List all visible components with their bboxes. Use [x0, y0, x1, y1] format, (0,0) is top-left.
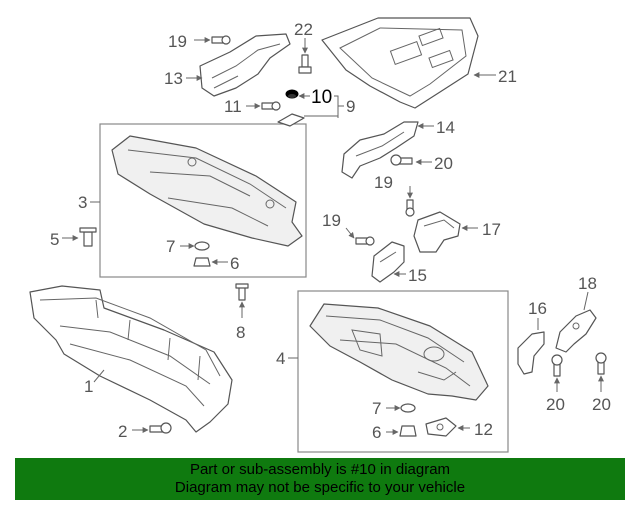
part-14-bracket[interactable] — [341, 121, 419, 179]
part-15-bracket[interactable] — [371, 241, 405, 283]
label-9: 9 — [346, 97, 355, 116]
part-13-bracket[interactable] — [199, 33, 291, 97]
label-6-bottom: 6 — [372, 423, 381, 442]
label-18: 18 — [578, 274, 597, 293]
label-7-top: 7 — [166, 237, 175, 256]
label-8: 8 — [236, 323, 245, 342]
part-1-carrier[interactable] — [29, 285, 233, 433]
part-8-bolt[interactable] — [235, 283, 249, 301]
label-11: 11 — [224, 97, 242, 116]
label-16: 16 — [528, 299, 547, 318]
label-3: 3 — [78, 193, 87, 212]
label-4: 4 — [276, 349, 285, 368]
label-2: 2 — [118, 422, 127, 441]
part-18-bracket[interactable] — [555, 309, 597, 353]
label-19-lower: 19 — [322, 211, 341, 230]
label-20-lower-left: 20 — [546, 395, 565, 414]
part-11-bolt[interactable] — [261, 101, 281, 111]
part-12-clip-plate[interactable] — [425, 417, 457, 437]
part-19-bolt-middle[interactable] — [405, 199, 415, 217]
part-9-seal[interactable] — [277, 113, 305, 127]
part-6-nut-bottom[interactable] — [399, 425, 417, 437]
frame-shield-4 — [297, 290, 509, 453]
label-1: 1 — [84, 377, 93, 396]
label-19-top: 19 — [168, 32, 187, 51]
part-7-washer-top[interactable] — [194, 241, 210, 251]
label-6-top: 6 — [230, 254, 239, 273]
label-17: 17 — [482, 220, 501, 239]
part-16-bracket[interactable] — [517, 331, 545, 375]
part-5-push-pin[interactable] — [79, 227, 97, 247]
label-7-bottom: 7 — [372, 399, 381, 418]
label-10: 10 — [311, 87, 332, 108]
part-17-bracket[interactable] — [413, 211, 461, 253]
label-20-lower-right: 20 — [592, 395, 611, 414]
part-20-bolt-lower-right[interactable] — [595, 352, 607, 375]
part-4-shield[interactable] — [309, 303, 489, 401]
part-7-washer-bottom[interactable] — [400, 403, 416, 413]
part-19-bolt-top[interactable] — [211, 35, 231, 45]
label-20-upper: 20 — [434, 154, 453, 173]
part-20-bolt-lower-left[interactable] — [551, 354, 563, 377]
part-19-bolt-lower[interactable] — [355, 236, 375, 246]
label-22: 22 — [294, 20, 313, 39]
part-20-bolt-upper[interactable] — [390, 154, 413, 166]
label-13: 13 — [164, 69, 183, 88]
label-14: 14 — [436, 118, 455, 137]
label-19-middle: 19 — [374, 173, 393, 192]
part-22-bolt[interactable] — [298, 54, 312, 74]
part-10-clip[interactable] — [285, 89, 299, 99]
frame-shield-3 — [99, 123, 307, 278]
label-15: 15 — [408, 266, 427, 285]
label-21: 21 — [498, 67, 517, 86]
info-banner: Part or sub-assembly is #10 in diagram D… — [15, 458, 625, 500]
parts-diagram: 19 22 21 13 11 10 9 14 20 3 19 19 17 5 7… — [29, 17, 611, 453]
part-21-skid-plate[interactable] — [321, 17, 479, 109]
part-6-nut-top[interactable] — [193, 257, 211, 267]
label-5: 5 — [50, 230, 59, 249]
label-12: 12 — [474, 420, 493, 439]
info-line-part: Part or sub-assembly is #10 in diagram — [189, 461, 451, 478]
info-line-disclaimer: Diagram may not be specific to your vehi… — [174, 479, 466, 496]
part-3-shield[interactable] — [111, 135, 303, 247]
part-2-bolt[interactable] — [149, 422, 172, 434]
